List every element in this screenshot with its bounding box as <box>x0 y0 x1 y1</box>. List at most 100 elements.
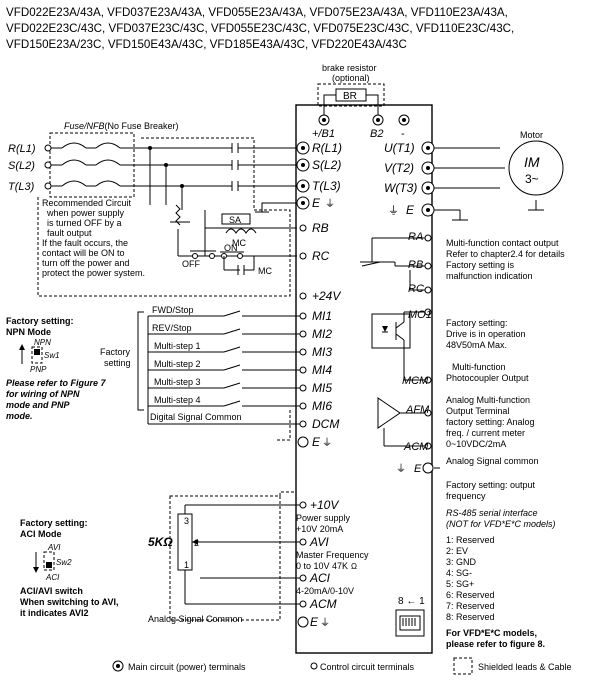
rec-l1: Recommended Circuit <box>42 198 132 208</box>
rb-terminal-label: RB <box>312 221 329 235</box>
npn-note-2: for wiring of NPN <box>6 389 80 399</box>
brake-label: brake resistor <box>322 63 377 73</box>
fuse-label: Fuse/NFB(No Fuse Breaker) <box>64 121 179 131</box>
analog-common-label: Analog Signal Common <box>148 614 243 624</box>
header-line-3: VFD150E23A/23C, VFD150E43A/43C, VFD185E4… <box>6 38 407 51</box>
rs485-pin-6: 6: Reserved <box>446 590 495 600</box>
avi-terminal <box>299 538 307 546</box>
master-freq-label: Master Frequency <box>296 550 369 560</box>
aci-range: 4-20mA/0-10V <box>296 586 354 596</box>
aci-switch-label: ACI/AVI switch <box>20 586 83 596</box>
afm-desc-2: Output Terminal <box>446 406 509 416</box>
mc2-label: MC <box>258 266 272 276</box>
rj45-port-icon <box>395 609 425 637</box>
control-circuit: SA MC OFF ON MC <box>170 204 297 276</box>
mi5-label: MI5 <box>312 381 332 395</box>
rec-l6: contact will be ON to <box>42 248 125 258</box>
ground-symbol: ⏚ <box>325 198 335 210</box>
legend-main-icon <box>112 660 124 672</box>
legend-shielded: Shielded leads & Cable <box>478 662 572 672</box>
s-input-label: S(L2) <box>8 160 35 172</box>
u-terminal-label: U(T1) <box>384 141 415 155</box>
mo1-desc-3: 48V50mA Max. <box>446 340 507 350</box>
r-input-label: R(L1) <box>8 143 36 155</box>
motor-icon <box>508 140 564 196</box>
mo1-desc-1: Factory setting: <box>446 318 508 328</box>
acm-label: ACM <box>403 441 429 453</box>
avi-label: AVI <box>309 535 329 549</box>
t-terminal-label: T(L3) <box>312 179 341 193</box>
relay-desc-4: malfunction indication <box>446 271 533 281</box>
motor-im: IM <box>524 154 540 170</box>
legend-control: Control circuit terminals <box>320 662 415 672</box>
relay-output <box>360 234 432 294</box>
dcm-e-label: E <box>312 435 321 449</box>
relay-rc-label: RC <box>408 283 424 295</box>
aci-label: ACI <box>309 571 331 585</box>
brake-br: BR <box>343 91 357 102</box>
digital-inputs <box>147 310 307 428</box>
main-terminals-left <box>296 141 310 260</box>
w-terminal-label: W(T3) <box>384 181 417 195</box>
rec-l3: is turned OFF by a <box>47 218 122 228</box>
afm-desc-7: Factory setting: output <box>446 480 536 490</box>
npn-note-4: mode. <box>6 411 33 421</box>
v-terminal-label: V(T2) <box>384 161 414 175</box>
p10v-label: +10V <box>310 498 339 512</box>
pot-value-label: 5KΩ <box>148 535 173 549</box>
npn-label: NPN <box>34 338 51 347</box>
mo1-desc-2: Drive is in operation <box>446 329 526 339</box>
aci-factory-setting: Factory setting: <box>20 518 88 528</box>
afm-desc-6: Analog Signal common <box>446 456 539 466</box>
t-input-label: T(L3) <box>8 181 35 193</box>
sw-label-5: Multi-step 3 <box>154 377 201 387</box>
photocoupler <box>371 308 432 384</box>
power-supply-rating: +10V 20mA <box>296 524 343 534</box>
p10v-terminal <box>299 501 307 509</box>
power-input-lines <box>44 142 297 210</box>
sw-label-1: FWD/Stop <box>152 305 194 315</box>
afm-label: AFM <box>405 404 430 416</box>
mi2-label: MI2 <box>312 327 332 341</box>
rs485-pin-order: 8 ← 1 <box>398 596 425 607</box>
s-terminal-label: S(L2) <box>312 158 341 172</box>
sw2-avi-label: AVI <box>47 543 61 552</box>
sw1-label: Sw1 <box>44 351 60 360</box>
motor-phase: 3~ <box>525 172 539 186</box>
factory-label-2: setting <box>104 358 131 368</box>
rec-l2: when power supply <box>46 208 125 218</box>
afm-desc-5: 0~10VDC/2mA <box>446 439 506 449</box>
pnp-label: PNP <box>30 365 47 374</box>
acm-terminal <box>299 600 307 608</box>
r-terminal-label: R(L1) <box>312 141 342 155</box>
analog-e-terminal <box>297 616 309 628</box>
afm-e-label: E <box>414 463 422 475</box>
rec-l5: If the fault occurs, the <box>42 238 128 248</box>
afm-output <box>377 397 440 474</box>
sw2-label: Sw2 <box>56 558 72 567</box>
mo1-desc-5: Photocoupler Output <box>446 373 529 383</box>
pot-pin-2: 2 <box>194 538 199 548</box>
rs485-pin-3: 3: GND <box>446 557 477 567</box>
rs485-pin-4: 4: SG- <box>446 568 472 578</box>
header-line-1: VFD022E23A/43A, VFD037E23A/43A, VFD055E2… <box>6 6 508 19</box>
rs485-pin-5: 5: SG+ <box>446 579 474 589</box>
rs485-note-2: please refer to figure 8. <box>446 639 545 649</box>
rec-l7: turn off the power and <box>42 258 129 268</box>
mi4-label: MI4 <box>312 363 332 377</box>
sw-label-2: REV/Stop <box>152 323 192 333</box>
afm-desc-4: freq. / current meter <box>446 428 525 438</box>
mcm-label: MCM <box>402 375 429 387</box>
npn-note-1: Please refer to Figure 7 <box>6 378 107 388</box>
relay-rb-label: RB <box>408 259 423 271</box>
mo1-label: MO1 <box>408 309 432 321</box>
mi6-label: MI6 <box>312 399 332 413</box>
off-label: OFF <box>182 259 200 269</box>
sw-label-4: Multi-step 2 <box>154 359 201 369</box>
b1-label: +/B1 <box>312 128 335 140</box>
dcm-e-terminal <box>297 436 309 448</box>
sw2-aci-label: ACI <box>45 573 60 582</box>
rs485-note-1: For VFD*E*C models, <box>446 628 537 638</box>
